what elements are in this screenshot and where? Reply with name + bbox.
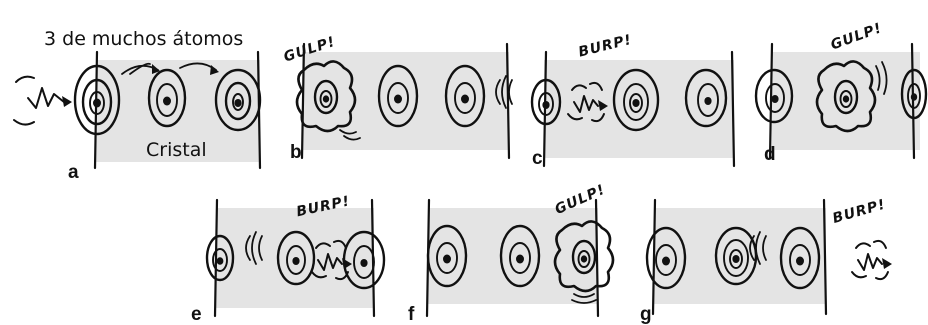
- sound-effect: GULP!: [829, 20, 885, 53]
- sound-effect: BURP!: [577, 32, 634, 61]
- incoming-photon: [14, 77, 72, 125]
- panel-f: GULP! f: [408, 182, 613, 325]
- panel-c: BURP! c: [496, 32, 734, 169]
- panel-letter: c: [532, 148, 543, 169]
- panel-letter: f: [408, 304, 415, 325]
- crystal-background: [302, 52, 509, 150]
- panel-a: Cristal a: [14, 52, 260, 183]
- panel-e: BURP! e: [191, 193, 384, 325]
- emitted-photon: [852, 241, 892, 279]
- panel-b: GULP! b: [282, 34, 509, 163]
- title: 3 de muchos átomos: [44, 28, 243, 50]
- panel-g: BURP! g: [640, 197, 892, 325]
- panel-d: GULP! d: [756, 20, 926, 165]
- crystal-background: [544, 60, 734, 158]
- sound-effect: BURP!: [831, 197, 888, 227]
- panel-letter: a: [68, 162, 79, 183]
- panel-letter: e: [191, 304, 202, 325]
- panel-letter: g: [640, 304, 652, 325]
- panel-letter: d: [764, 144, 776, 165]
- crystal-wall-left: [770, 44, 772, 158]
- crystal-label: Cristal: [146, 139, 207, 161]
- panel-letter: b: [290, 142, 302, 163]
- crystal-background: [654, 208, 826, 304]
